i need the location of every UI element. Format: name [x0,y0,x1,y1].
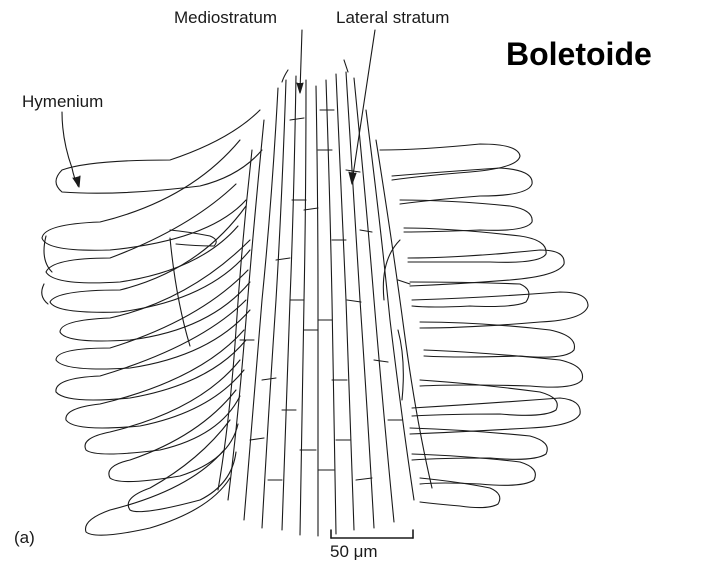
lateral-stratum-label: Lateral stratum [336,8,449,28]
panel-label: (a) [14,528,35,548]
label-leaders [62,30,375,187]
mediostratum-label: Mediostratum [174,8,277,28]
figure-title: Boletoide [506,36,652,73]
scale-bar [331,530,413,538]
scale-bar-label: 50 μm [330,542,378,562]
right-hymenium-cells [380,144,588,508]
left-hymenium-cells [42,110,262,535]
mediostratum-arrowhead [297,83,303,93]
central-trama-hyphae [218,60,432,536]
mediostratum-leader [300,30,302,92]
lateral-stratum-leader [352,30,375,182]
hymenium-label: Hymenium [22,92,103,112]
hymenium-leader [62,112,78,186]
